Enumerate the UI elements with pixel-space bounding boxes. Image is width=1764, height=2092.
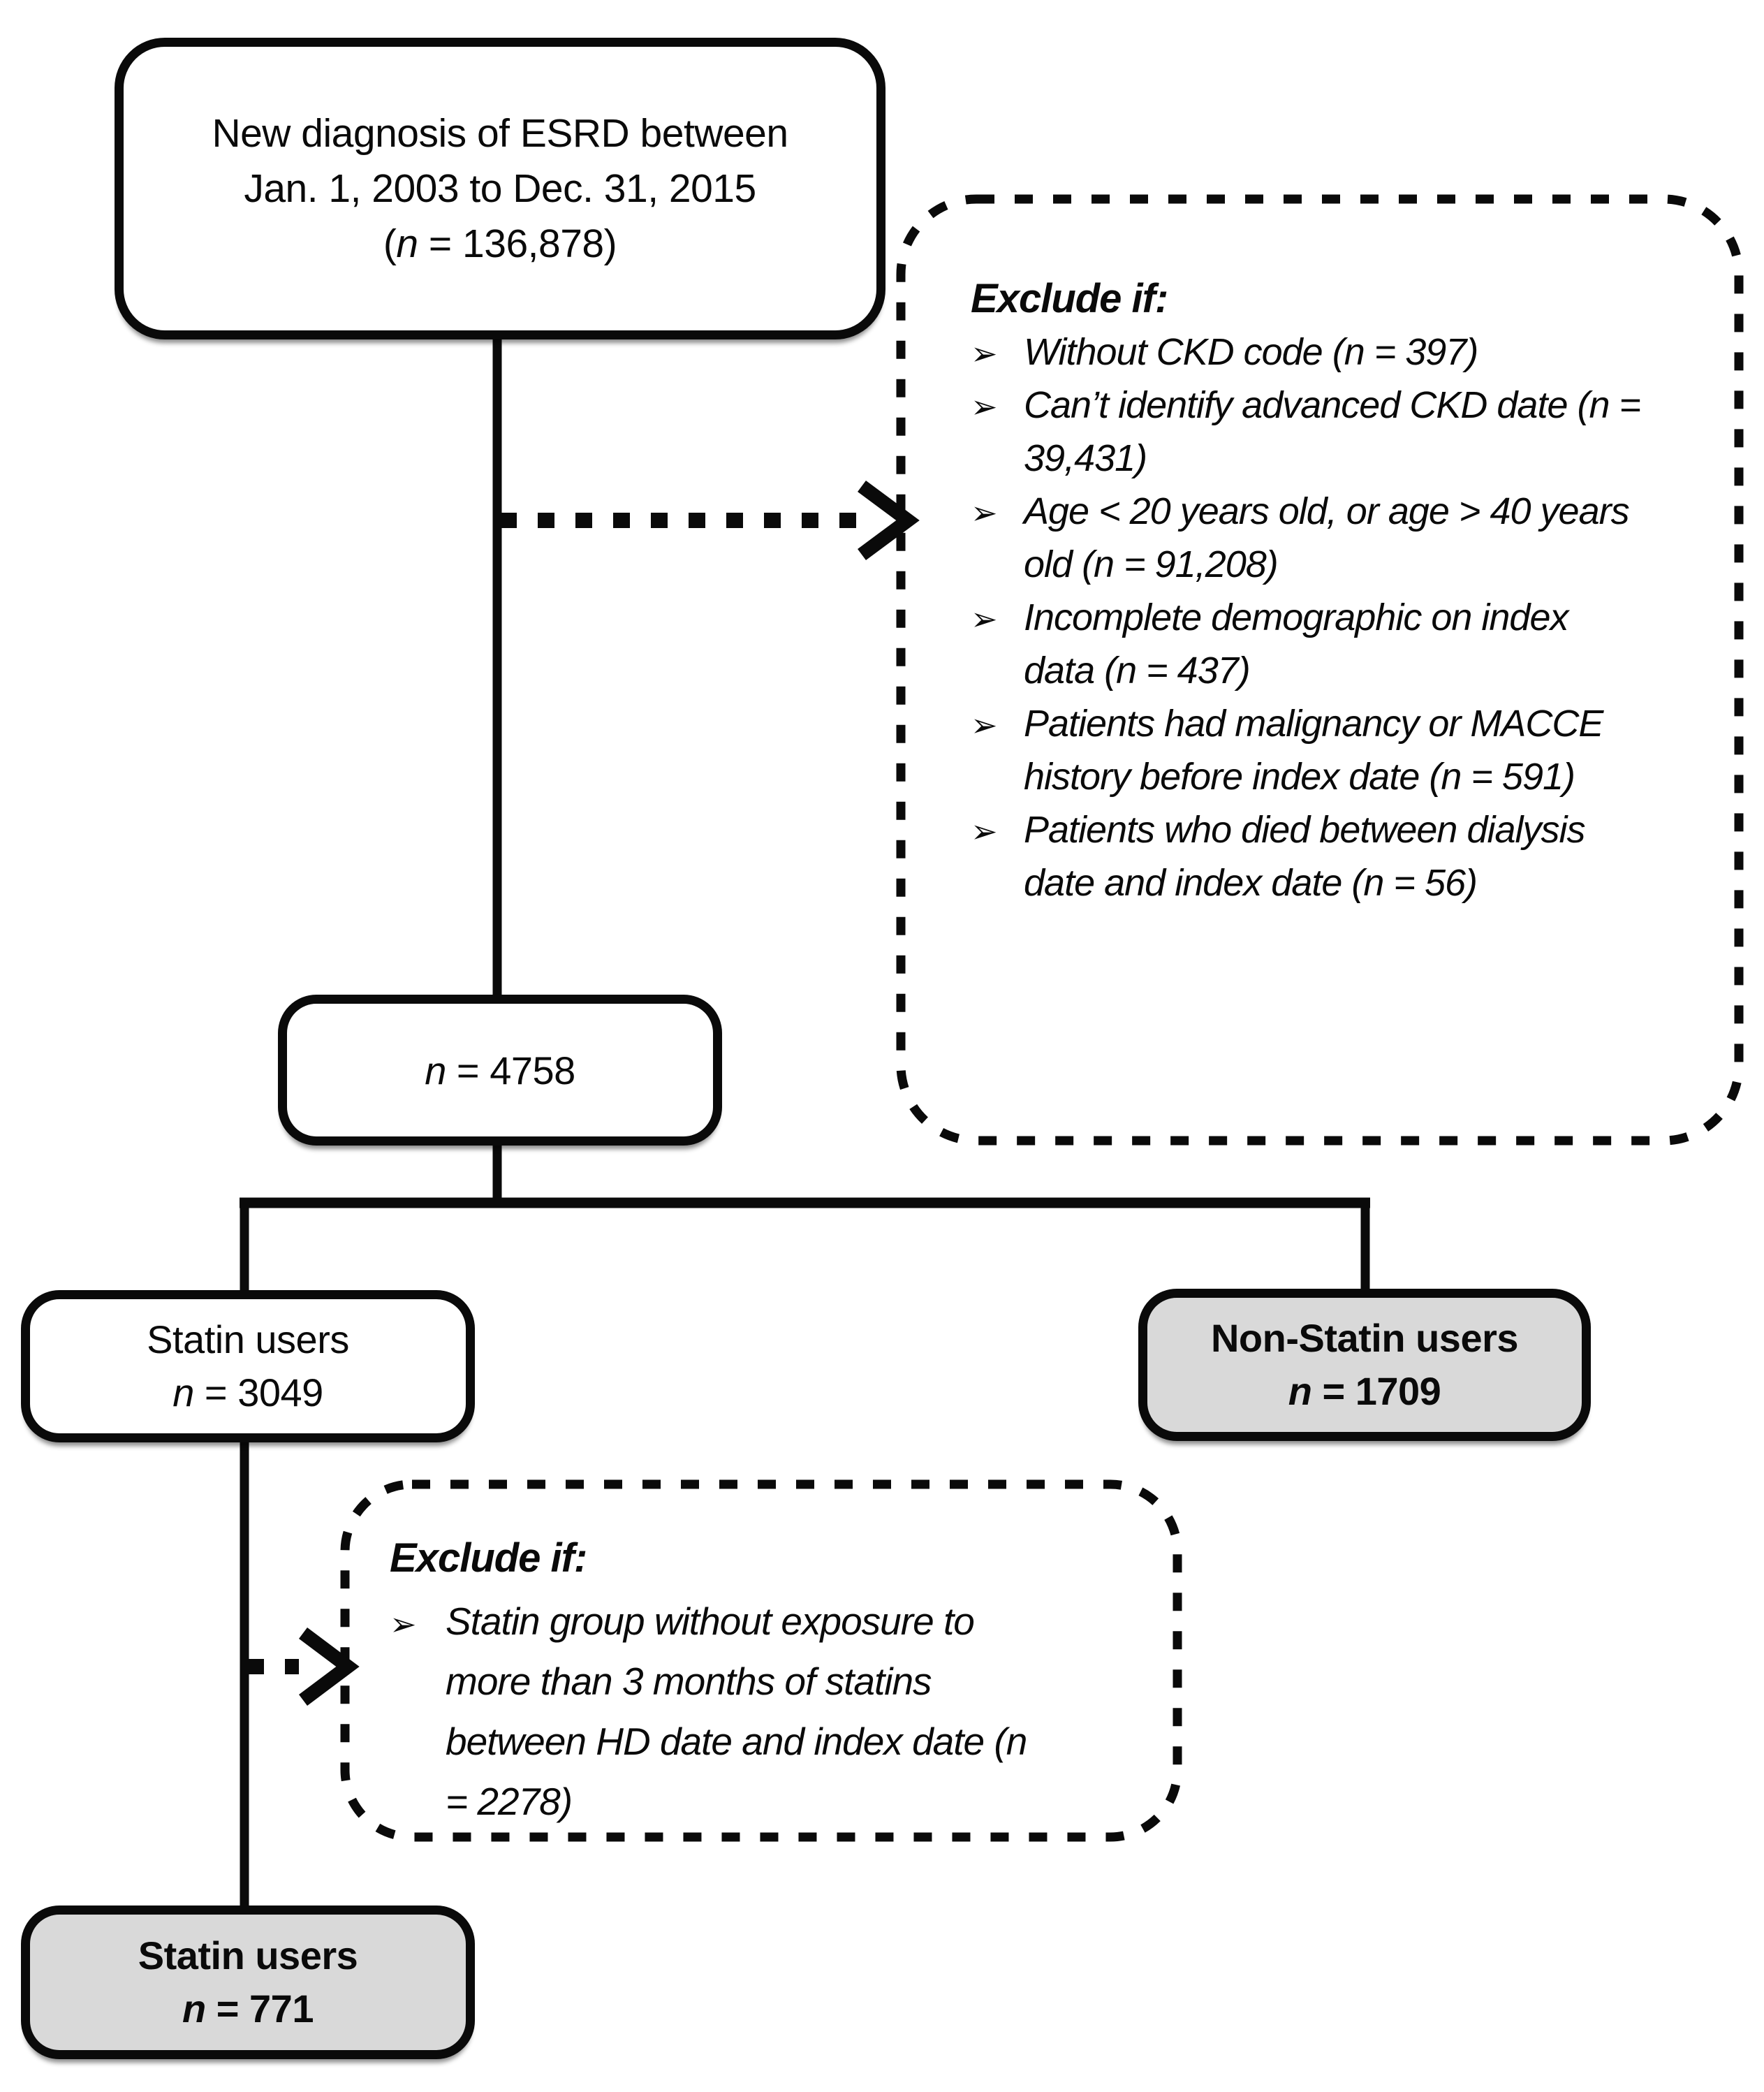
exclusion-item: ➢ Can’t identify advanced CKD date (n = 3… — [971, 379, 1645, 485]
arrowhead-top-exclusion-icon — [858, 480, 920, 561]
exclusion-box-top-border — [896, 194, 1744, 1146]
exclusion-item: ➢ Patients who died between dialysis date… — [971, 803, 1645, 909]
node-label: Statin users — [138, 1933, 358, 1977]
node-count: n = 3049 — [172, 1370, 323, 1414]
node-label: Non-Statin users — [1210, 1316, 1519, 1360]
node-text-line1: New diagnosis of ESRD between — [212, 110, 788, 156]
node-count: n = 771 — [182, 1987, 314, 2031]
exclusion-list: ➢ Statin group without exposure to more t… — [390, 1591, 1095, 1831]
exclusion-item-text: Can’t identify advanced CKD date (n = 39… — [1024, 384, 1641, 479]
flow-node-statin-users-final: Statin users n = 771 — [21, 1906, 475, 2059]
exclusion-item: ➢ Patients had malignancy or MACCE histor… — [971, 697, 1645, 803]
bullet-arrowhead-icon: ➢ — [971, 601, 998, 637]
exclusion-item: ➢ Statin group without exposure to more t… — [390, 1591, 1039, 1831]
exclusion-item-text: Age < 20 years old, or age > 40 years ol… — [1024, 490, 1630, 585]
exclusion-item: ➢ Incomplete demographic on index data (n… — [971, 591, 1645, 697]
node-label: Statin users — [147, 1317, 349, 1361]
exclusion-item: ➢ Age < 20 years old, or age > 40 years o… — [971, 485, 1645, 591]
flow-node-eligible-cohort: n = 4758 — [278, 995, 722, 1146]
node-count: n = 1709 — [1288, 1369, 1441, 1413]
flow-node-statin-users: Statin users n = 3049 — [21, 1290, 475, 1442]
bullet-arrowhead-icon: ➢ — [971, 388, 998, 425]
arrowhead-statin-exclusion-icon — [299, 1627, 360, 1706]
exclusion-item-text: Without CKD code (n = 397) — [1024, 331, 1478, 373]
bullet-arrowhead-icon: ➢ — [971, 495, 998, 531]
exclusion-list: ➢ Without CKD code (n = 397) ➢ Can’t ident… — [971, 325, 1676, 909]
exclusion-item: ➢ Without CKD code (n = 397) — [971, 325, 1645, 379]
exclusion-item-text: Patients who died between dialysis date … — [1024, 809, 1586, 904]
flow-node-esrd-diagnosis: New diagnosis of ESRD between Jan. 1, 20… — [115, 38, 885, 339]
exclusion-box-top-content: Exclude if: ➢ Without CKD code (n = 397) … — [971, 272, 1676, 909]
exclusion-heading: Exclude if: — [390, 1535, 587, 1581]
node-count: n = 4758 — [425, 1048, 575, 1092]
exclusion-box-statin-content: Exclude if: ➢ Statin group without exposu… — [390, 1528, 1095, 1831]
bullet-arrowhead-icon: ➢ — [971, 707, 998, 743]
flow-node-nonstatin-users: Non-Statin users n = 1709 — [1138, 1289, 1591, 1441]
exclusion-item-text: Incomplete demographic on index data (n … — [1024, 597, 1569, 692]
bullet-arrowhead-icon: ➢ — [390, 1606, 417, 1642]
bullet-arrowhead-icon: ➢ — [971, 813, 998, 849]
exclusion-item-text: Statin group without exposure to more th… — [446, 1600, 1027, 1823]
bullet-arrowhead-icon: ➢ — [971, 335, 998, 372]
exclusion-item-text: Patients had malignancy or MACCE history… — [1024, 703, 1603, 798]
node-text-line2: Jan. 1, 2003 to Dec. 31, 2015 — [244, 166, 756, 211]
node-count: (n = 136,878) — [383, 221, 617, 266]
exclusion-heading: Exclude if: — [971, 276, 1168, 321]
